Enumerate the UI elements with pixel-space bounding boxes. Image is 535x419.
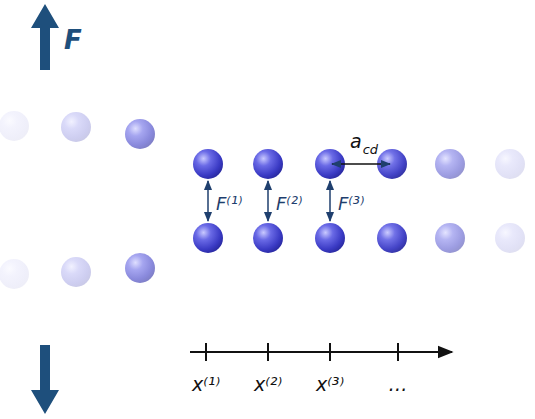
sphere <box>253 149 283 179</box>
force-arrow-up <box>31 4 59 70</box>
position-axis <box>190 343 452 361</box>
sphere <box>125 253 155 283</box>
sphere <box>495 149 525 179</box>
sphere <box>377 223 407 253</box>
bond-force-arrows <box>208 164 390 221</box>
sphere <box>193 149 223 179</box>
ellipsis-label: … <box>389 375 408 394</box>
position-label: x⁽²⁾ <box>254 375 282 394</box>
bond-force-label: F⁽²⁾ <box>276 195 302 213</box>
bond-force-label: F⁽¹⁾ <box>216 195 242 213</box>
axis-tick <box>205 343 207 361</box>
sphere <box>193 223 223 253</box>
position-label: x⁽¹⁾ <box>192 375 220 394</box>
spacing-label: a <box>350 132 362 151</box>
bound-spheres <box>193 149 525 253</box>
force-arrow <box>31 4 59 414</box>
bond-arrow <box>329 181 331 221</box>
bond-force-label: F⁽³⁾ <box>338 195 364 213</box>
bond-arrow <box>207 181 209 221</box>
axis-tick <box>397 343 399 361</box>
sphere <box>253 223 283 253</box>
sphere <box>125 119 155 149</box>
force-label: F <box>64 27 82 53</box>
spacing-subscript: cd <box>363 143 378 156</box>
sphere <box>61 257 91 287</box>
position-label: x⁽³⁾ <box>316 375 344 394</box>
opened-spheres <box>0 111 155 289</box>
sphere <box>0 111 29 141</box>
axis-tick <box>329 343 331 361</box>
sphere <box>61 112 91 142</box>
sphere <box>435 149 465 179</box>
sphere <box>495 223 525 253</box>
axis-line <box>190 351 452 353</box>
bond-arrow <box>267 181 269 221</box>
force-arrow-down <box>31 345 59 414</box>
spacing-arrow <box>332 163 390 165</box>
sphere <box>315 223 345 253</box>
sphere <box>0 259 29 289</box>
axis-tick <box>267 343 269 361</box>
sphere <box>435 223 465 253</box>
